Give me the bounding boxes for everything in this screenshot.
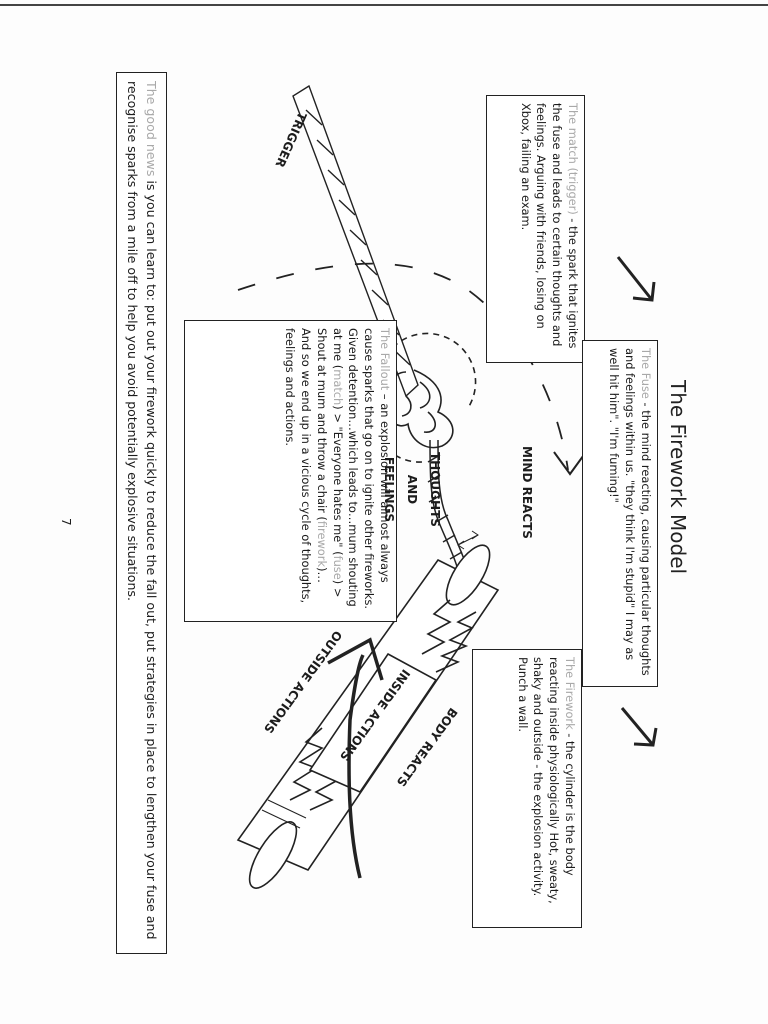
fallout-text-b: ) > "Everyone hates me" ( xyxy=(330,405,345,556)
fallout-fuse-word: fuse xyxy=(330,555,345,580)
fallout-box: The Fallout – an explosion will almost a… xyxy=(184,320,397,622)
fuse-box: The Fuse - the mind reacting, causing pa… xyxy=(582,340,658,687)
fallout-closing: And so we end up in a vicious cycle of t… xyxy=(283,328,314,604)
match-lead: The match (trigger) xyxy=(566,103,580,215)
outside-actions-arrowhead xyxy=(327,637,384,681)
good-news-box: The good news is you can learn to: put o… xyxy=(116,72,167,954)
label-thoughts: THOUGHTS xyxy=(428,452,442,527)
outside-actions-arrow xyxy=(347,654,365,879)
label-thoughts-and-feelings: THOUGHTS AND FEELINGS xyxy=(377,452,446,527)
fallout-text-d: )… xyxy=(314,567,329,583)
label-mind-reacts: MIND REACTS xyxy=(520,446,534,539)
scan-edge-line xyxy=(0,0,768,6)
label-and: AND xyxy=(405,474,419,505)
match-trigger-box: The match (trigger) - the spark that ign… xyxy=(486,95,585,363)
arc-arrowhead xyxy=(553,451,587,476)
good-news-lead: The good news xyxy=(144,81,159,177)
firework-box: The Firework - the cylinder is the body … xyxy=(472,649,582,928)
page-title: The Firework Model xyxy=(666,380,690,575)
page-number: 7 xyxy=(59,518,73,526)
good-news-text: is you can learn to: put out your firewo… xyxy=(125,81,159,940)
dashed-cycle-arc xyxy=(237,262,569,471)
fallout-lead: The Fallout xyxy=(378,328,392,391)
down-arrow-2 xyxy=(620,707,658,747)
firework-lead: The Firework xyxy=(563,657,577,730)
down-arrow-1 xyxy=(616,256,656,302)
fallout-firework-word: firework xyxy=(314,520,329,568)
fuse xyxy=(427,439,479,571)
fuse-lead: The Fuse xyxy=(639,348,653,399)
firework-cylinder xyxy=(236,544,500,889)
fallout-match-word: match xyxy=(330,369,345,406)
label-feelings: FEELINGS xyxy=(382,456,396,523)
